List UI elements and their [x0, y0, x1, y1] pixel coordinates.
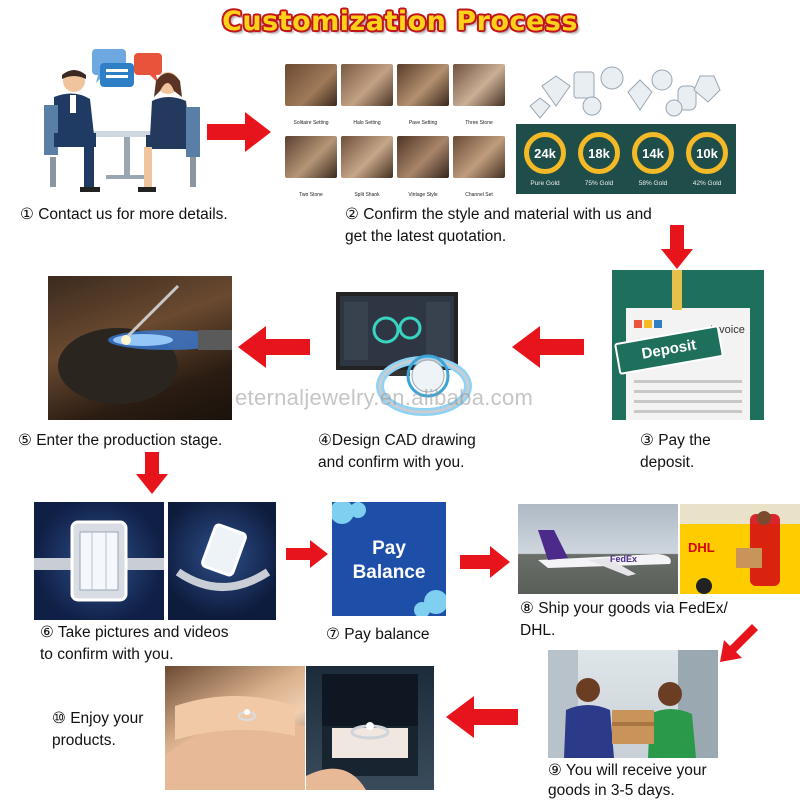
style-label: Three Stone: [465, 120, 493, 126]
step-5-label: ⑤ Enter the production stage.: [18, 432, 223, 449]
step-6-label-line1: ⑥ Take pictures and videos: [40, 624, 229, 641]
ring-thumbnail: [397, 136, 449, 178]
watermark: eternaljewelry.en.alibaba.com: [235, 385, 534, 410]
style-label: Two Stone: [299, 192, 323, 198]
step-9-label-line2: goods in 3-5 days.: [548, 782, 675, 799]
step-1-label: ① Contact us for more details.: [20, 206, 228, 223]
style-label: Channel Set: [465, 192, 493, 198]
fedex-logo: FedEx: [610, 554, 637, 564]
step-3-label-line1: ③ Pay the: [640, 432, 711, 449]
pay-balance-line2: Balance: [352, 562, 426, 583]
style-label: Vintage Style: [408, 192, 438, 198]
arrow-left-icon: [238, 326, 310, 368]
style-label: Solitaire Setting: [293, 120, 329, 126]
arrow-down-icon: [136, 452, 168, 494]
diamonds-image: [522, 62, 732, 120]
step-8-label-line2: DHL.: [520, 622, 556, 639]
ring-box-photo: [306, 666, 434, 790]
gold-14k-badge: 14k: [632, 132, 674, 174]
pay-balance-card: Pay Balance: [332, 502, 446, 616]
step-7-label: ⑦ Pay balance: [326, 626, 430, 643]
step-2-label-line1: ② Confirm the style and material with us…: [345, 206, 652, 223]
style-label: Pave Setting: [408, 120, 438, 126]
cad-design-image: [328, 288, 480, 416]
ring-thumbnail: [453, 136, 505, 178]
step-3-label-line2: deposit.: [640, 454, 695, 471]
gold-label: 75% Gold: [584, 180, 614, 187]
step-8-label-line1: ⑧ Ship your goods via FedEx/: [520, 600, 728, 617]
arrow-right-icon: [286, 540, 328, 568]
deposit-invoice-image: Invoice Deposit: [612, 270, 764, 420]
step-2-label-line2: get the latest quotation.: [345, 228, 507, 245]
ring-thumbnail: [453, 64, 505, 106]
arrow-down-icon: [661, 225, 693, 269]
fedex-plane-photo: FedEx: [518, 504, 678, 594]
ring-thumbnail: [285, 136, 337, 178]
ring-thumbnail: [341, 136, 393, 178]
step-10-label-line1: ⑩ Enjoy your: [52, 710, 144, 727]
ring-thumbnail: [285, 64, 337, 106]
ring-style-grid: Solitaire Setting Halo Setting Pave Sett…: [283, 62, 515, 200]
ring-photo-2: [168, 502, 276, 620]
production-photo: [48, 276, 232, 420]
gold-24k-badge: 24k: [524, 132, 566, 174]
step-4-label-line1: ④Design CAD drawing: [318, 432, 476, 449]
step-4-label-line2: and confirm with you.: [318, 454, 465, 471]
arrow-right-icon: [460, 546, 510, 578]
claw-icon: [672, 270, 682, 310]
arrow-left-icon: [512, 326, 584, 368]
ring-photo-1: [34, 502, 164, 620]
arrow-down-left-icon: [720, 624, 758, 662]
consultation-illustration: [40, 45, 210, 200]
delivery-photo: [548, 650, 718, 758]
step-10-label-line2: products.: [52, 732, 116, 749]
arrow-left-icon: [446, 696, 518, 738]
gold-label: Pure Gold: [530, 180, 560, 187]
style-label: Split Shank: [354, 192, 380, 198]
step-6-label-line2: to confirm with you.: [40, 646, 174, 663]
gold-10k-badge: 10k: [686, 132, 728, 174]
gold-label: 58% Gold: [638, 180, 668, 187]
hands-ring-photo: [165, 666, 305, 790]
gold-purity-panel: 24k 18k 14k 10k Pure Gold 75% Gold 58% G…: [516, 124, 736, 194]
ring-thumbnail: [341, 64, 393, 106]
style-label: Halo Setting: [353, 120, 381, 126]
arrow-right-icon: [207, 112, 271, 152]
dhl-logo: DHL: [688, 540, 715, 555]
page-title: Customization Process: [222, 6, 578, 37]
step-9-label-line1: ⑨ You will receive your: [548, 762, 707, 779]
dhl-courier-photo: DHL: [680, 504, 800, 594]
pay-balance-line1: Pay: [372, 538, 406, 559]
gold-label: 42% Gold: [692, 180, 722, 187]
gold-18k-badge: 18k: [578, 132, 620, 174]
ring-thumbnail: [397, 64, 449, 106]
